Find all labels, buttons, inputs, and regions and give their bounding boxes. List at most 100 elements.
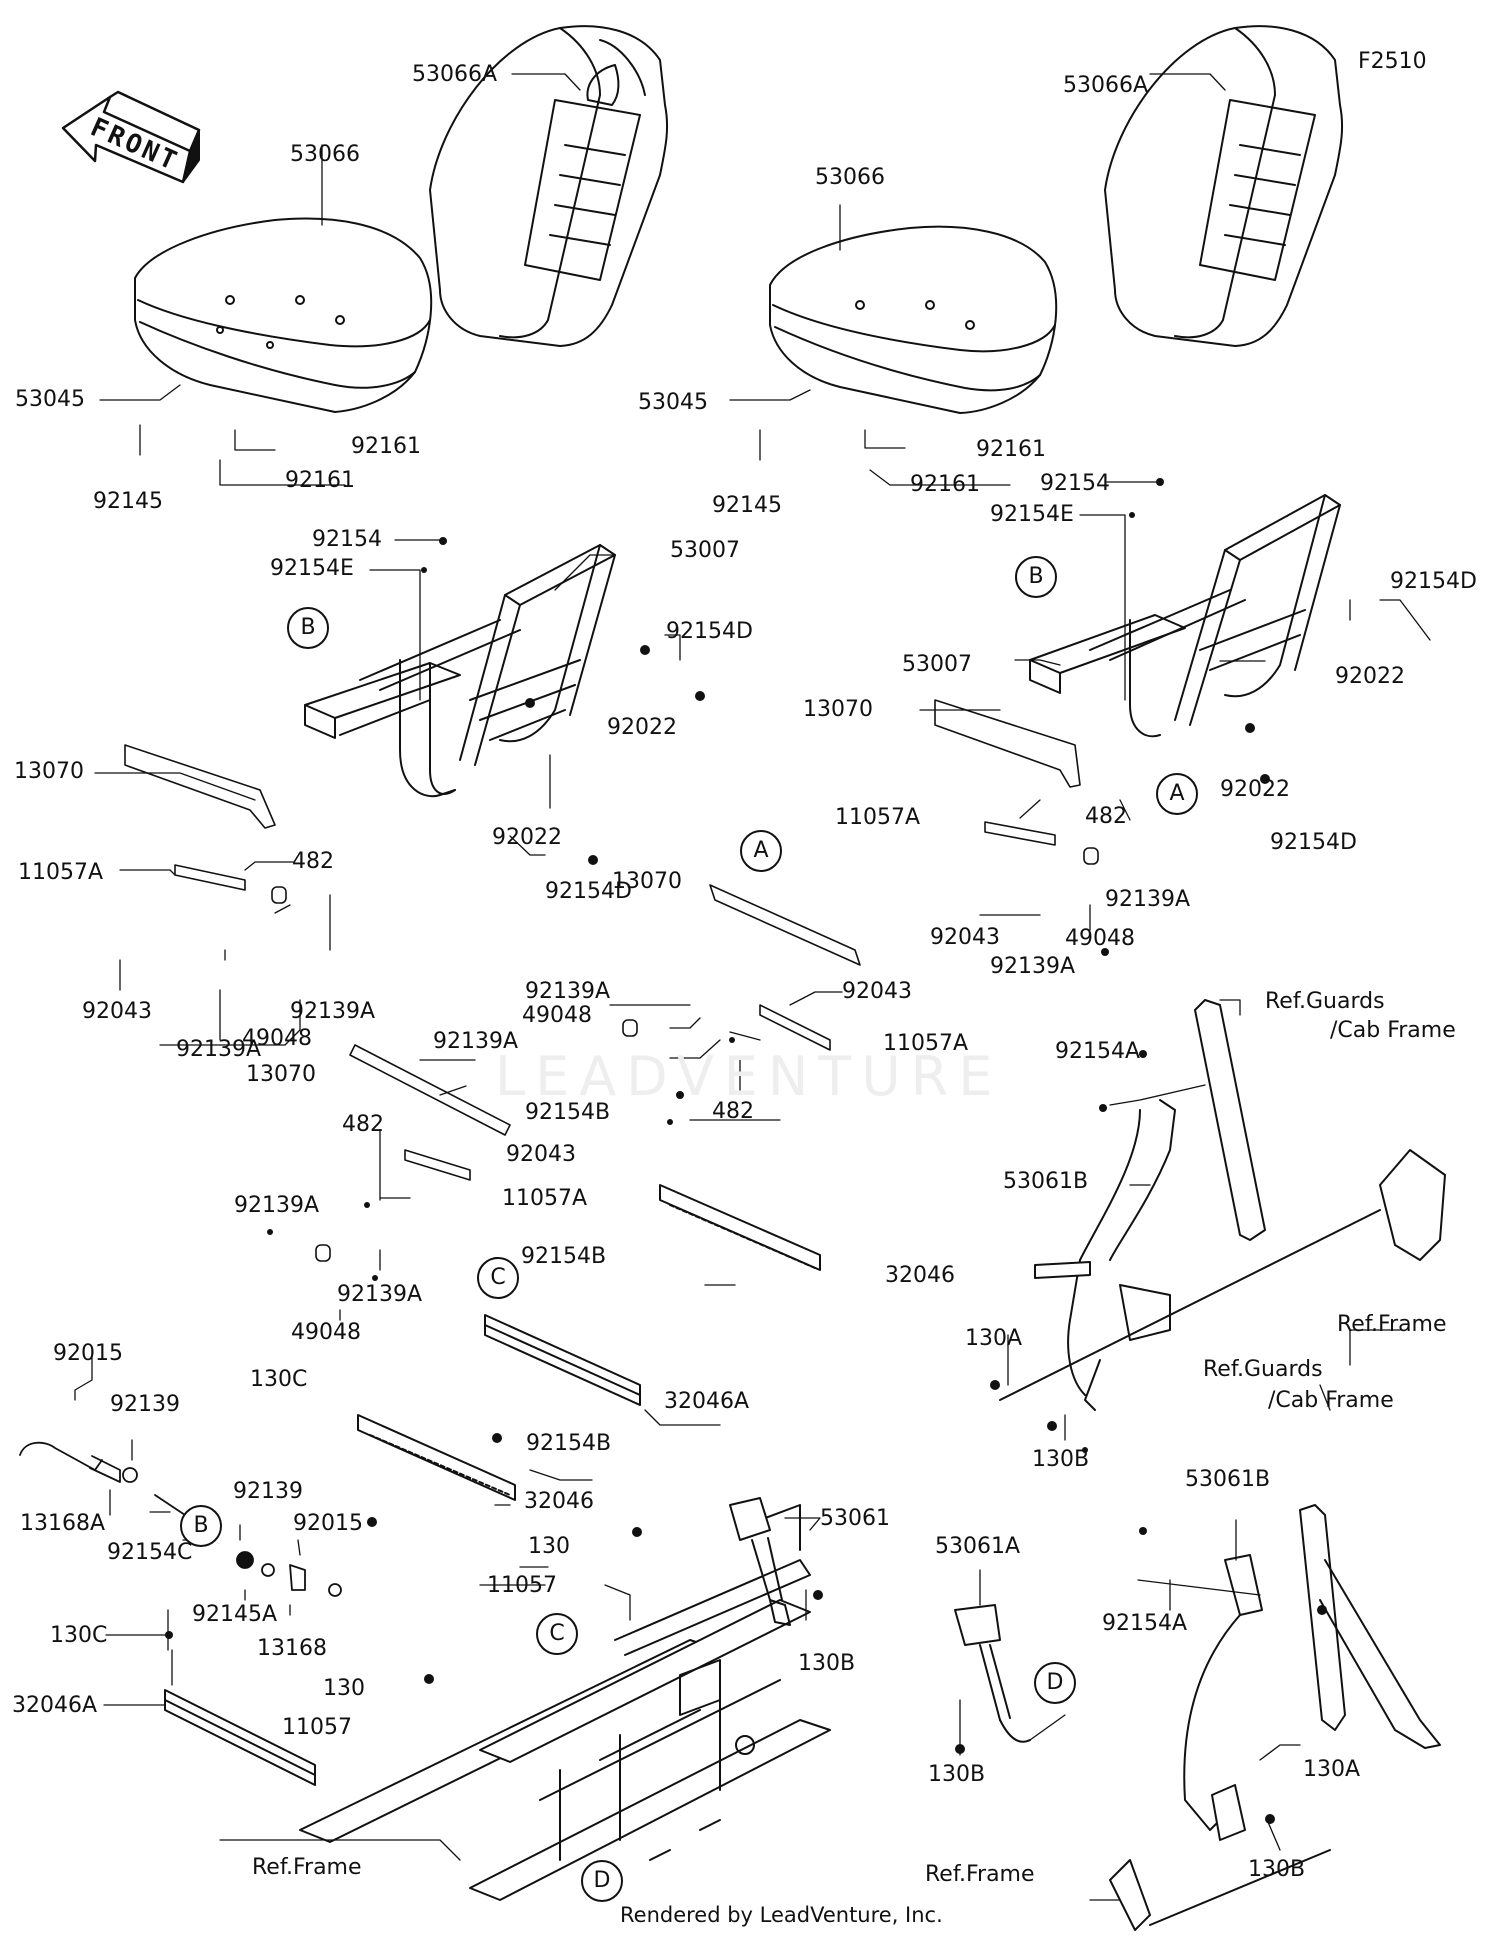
latch-parts xyxy=(19,1441,342,1597)
callout-a: A xyxy=(1156,773,1198,815)
part-label: 130C xyxy=(250,1367,308,1392)
part-label: 13070 xyxy=(612,869,682,894)
part-label: 11057 xyxy=(487,1573,557,1598)
part-label: 11057A xyxy=(502,1186,588,1211)
part-label: 130A xyxy=(965,1326,1023,1351)
part-label: 92154A xyxy=(1055,1039,1141,1064)
hardware-fasteners xyxy=(165,478,1327,1824)
part-label: 53007 xyxy=(902,652,972,677)
callout-a: A xyxy=(740,830,782,872)
right-seat-frame xyxy=(1029,494,1341,738)
part-label: 53045 xyxy=(15,387,85,412)
part-label: 13168A xyxy=(20,1511,106,1536)
reference-label: Ref.Guards xyxy=(1203,1357,1323,1382)
part-label: 92022 xyxy=(607,715,677,740)
reference-label: Ref.Frame xyxy=(1337,1312,1447,1337)
part-label: 11057 xyxy=(282,1715,352,1740)
part-label: 92022 xyxy=(492,825,562,850)
left-seat-frame xyxy=(304,544,616,798)
part-label: 92154 xyxy=(1040,471,1110,496)
part-label: 130C xyxy=(50,1623,108,1648)
right-seat-belt-lower xyxy=(954,1504,1441,1931)
part-label: 11057A xyxy=(883,1031,969,1056)
part-label: 32046 xyxy=(524,1489,594,1514)
part-label: 130A xyxy=(1303,1757,1361,1782)
reference-label: /Cab Frame xyxy=(1268,1388,1394,1413)
center-seat-belt-buckle xyxy=(729,1497,791,1626)
leader-lines xyxy=(74,73,1431,1901)
part-label: 53066 xyxy=(815,165,885,190)
part-label: 130 xyxy=(528,1534,570,1559)
part-label: 49048 xyxy=(291,1320,361,1345)
callout-d: D xyxy=(581,1860,623,1902)
figure-code: F2510 xyxy=(1358,49,1427,74)
part-label: 49048 xyxy=(1065,926,1135,951)
part-label: 92154D xyxy=(545,879,632,904)
part-label: 92139 xyxy=(233,1479,303,1504)
part-label: 92161 xyxy=(910,472,980,497)
part-label: 92161 xyxy=(285,468,355,493)
part-label: 13070 xyxy=(246,1062,316,1087)
part-label: 92022 xyxy=(1220,777,1290,802)
part-label: 53045 xyxy=(638,390,708,415)
callout-b: B xyxy=(1015,556,1057,598)
callout-d: D xyxy=(1034,1662,1076,1704)
part-label: 130B xyxy=(1032,1447,1090,1472)
part-label: 482 xyxy=(1085,804,1127,829)
part-label: 130 xyxy=(323,1676,365,1701)
part-label: 92043 xyxy=(506,1142,576,1167)
part-label: 482 xyxy=(712,1099,754,1124)
part-label: 482 xyxy=(292,849,334,874)
part-label: 92139A xyxy=(290,999,376,1024)
reference-label: /Cab Frame xyxy=(1330,1018,1456,1043)
part-label: 11057A xyxy=(835,805,921,830)
part-label: 53061A xyxy=(935,1534,1021,1559)
watermark: LEADVENTURE xyxy=(495,1045,1003,1108)
left-seat-cushion xyxy=(134,217,433,413)
part-label: 92043 xyxy=(930,925,1000,950)
footer-credit: Rendered by LeadVenture, Inc. xyxy=(620,1903,943,1927)
part-label: 32046A xyxy=(12,1693,98,1718)
part-label: 53066A xyxy=(412,62,498,87)
part-label: 92154E xyxy=(990,502,1074,527)
part-label: 92154B xyxy=(525,1100,611,1125)
callout-c: C xyxy=(536,1613,578,1655)
part-label: 53066A xyxy=(1063,73,1149,98)
seat-rails xyxy=(164,1184,821,1786)
part-label: 130B xyxy=(798,1651,856,1676)
part-label: 53061 xyxy=(820,1506,890,1531)
right-seat-belt-upper xyxy=(999,999,1446,1411)
part-label: 32046A xyxy=(664,1389,750,1414)
part-label: 92154D xyxy=(666,619,753,644)
part-label: 11057A xyxy=(18,860,104,885)
part-label: 482 xyxy=(342,1112,384,1137)
part-label: 92139A xyxy=(525,979,611,1004)
part-label: 49048 xyxy=(242,1026,312,1051)
front-arrow-icon xyxy=(61,90,201,184)
part-label: 92139 xyxy=(110,1392,180,1417)
part-label: 92022 xyxy=(1335,664,1405,689)
part-label: 13168 xyxy=(257,1636,327,1661)
reference-label: Ref.Guards xyxy=(1265,989,1385,1014)
part-label: 92154D xyxy=(1270,830,1357,855)
part-label: 92145A xyxy=(192,1602,278,1627)
right-seat-bracket xyxy=(934,699,1099,865)
part-label: 130B xyxy=(928,1762,986,1787)
part-label: 53007 xyxy=(670,538,740,563)
part-label: 92139A xyxy=(990,954,1076,979)
part-label: 32046 xyxy=(885,1263,955,1288)
part-label: 13070 xyxy=(14,759,84,784)
part-label: 130B xyxy=(1248,1857,1306,1882)
part-label: 49048 xyxy=(522,1003,592,1028)
part-label: 92145 xyxy=(93,489,163,514)
part-label: 92015 xyxy=(293,1511,363,1536)
right-seat-back xyxy=(1104,25,1344,347)
part-label: Ref.Frame xyxy=(252,1855,362,1880)
part-label: 92139A xyxy=(1105,887,1191,912)
left-seat-back xyxy=(429,25,669,347)
part-label: 92145 xyxy=(712,493,782,518)
part-label: 92015 xyxy=(53,1341,123,1366)
part-label: 92154D xyxy=(1390,569,1477,594)
part-label: 92139A xyxy=(176,1037,262,1062)
